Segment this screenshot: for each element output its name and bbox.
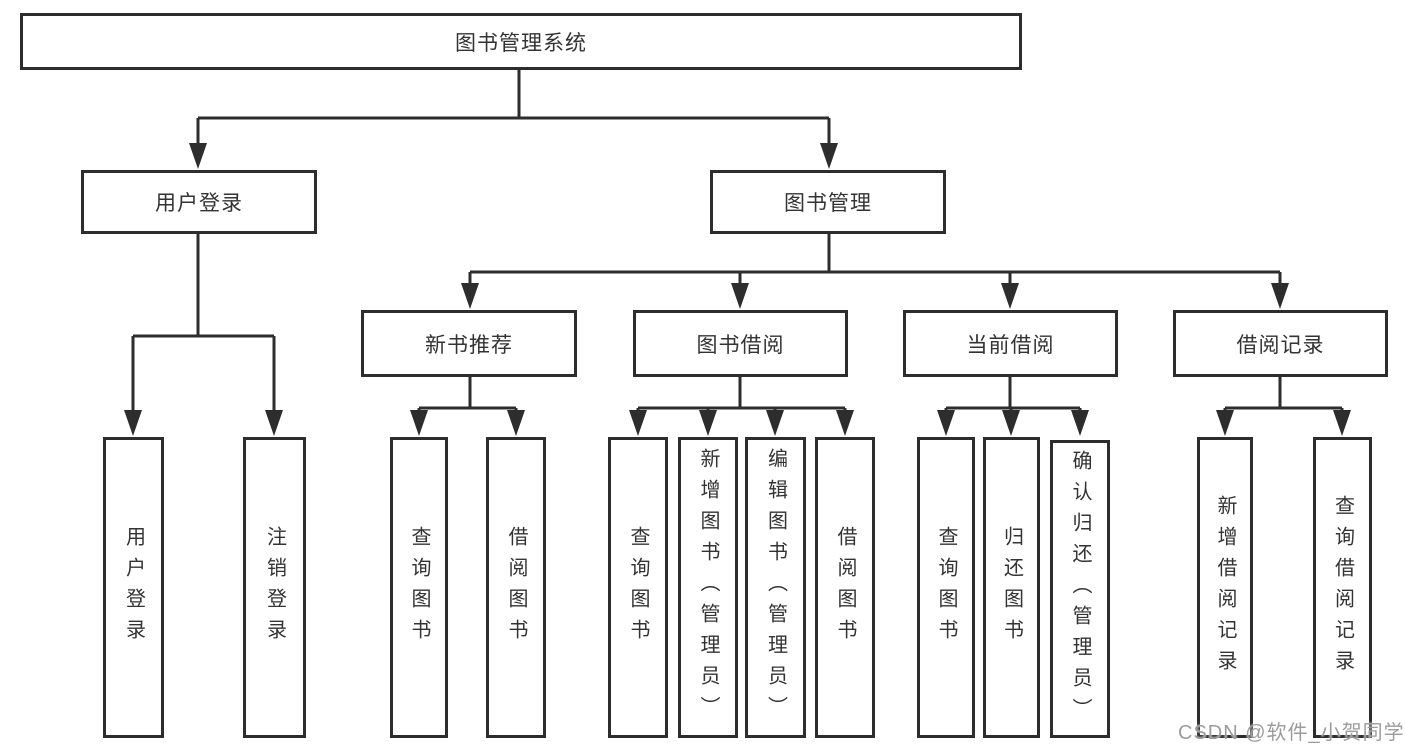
arrowhead-icon [699,410,717,436]
connector-current-borrow-children [937,377,1089,436]
node-borrow-records: 借阅记录 [1173,310,1388,377]
node-new-book-recommend: 新书推荐 [361,310,577,377]
node-book-borrow: 图书借阅 [633,310,848,377]
leaf-br-add-record: 新增借阅记录 [1197,437,1253,738]
arrowhead-icon [410,410,428,436]
node-user-login: 用户登录 [81,170,317,234]
leaf-nbr-query-books: 查询图书 [390,437,448,738]
leaf-nbr-borrow-books: 借阅图书 [486,437,546,738]
arrowhead-icon [731,283,749,309]
node-current-borrow: 当前借阅 [903,310,1118,377]
leaf-cb-confirm-return-admin: 确认归还（管理员） [1050,440,1110,738]
connector-book-borrow-children [629,377,854,436]
arrowhead-icon [1271,283,1289,309]
connector-user-login-children [124,234,283,436]
leaf-bb-query-books: 查询图书 [608,437,668,738]
connector-new-book-recommend-children [410,377,525,436]
leaf-bb-add-books-admin: 新增图书（管理员） [678,437,738,738]
arrowhead-icon [629,410,647,436]
leaf-bb-edit-books-admin: 编辑图书（管理员） [745,437,806,738]
node-book-management: 图书管理 [710,170,946,234]
arrowhead-icon [820,143,838,169]
arrowhead-icon [265,410,283,436]
arrowhead-icon [937,410,955,436]
arrowhead-icon [1002,410,1020,436]
connector-book-management-children [461,234,1289,309]
node-root: 图书管理系统 [20,13,1022,70]
arrowhead-icon [461,283,479,309]
csdn-watermark: CSDN @软件_小贺同学 [1178,722,1405,744]
leaf-cb-return-books: 归还图书 [983,437,1040,738]
leaf-cb-query-books: 查询图书 [917,437,975,738]
leaf-logout: 注销登录 [243,437,306,738]
leaf-bb-borrow-books: 借阅图书 [815,437,875,738]
arrowhead-icon [1001,283,1019,309]
arrowhead-icon [507,410,525,436]
arrowhead-icon [189,143,207,169]
arrowhead-icon [1333,410,1351,436]
leaf-br-query-record: 查询借阅记录 [1313,437,1372,738]
arrowhead-icon [1071,410,1089,436]
arrowhead-icon [1216,410,1234,436]
connector-borrow-records-children [1216,377,1351,436]
connector-root-to-level2 [189,70,838,169]
arrowhead-icon [836,410,854,436]
arrowhead-icon [124,410,142,436]
leaf-user-login: 用户登录 [103,437,164,738]
arrowhead-icon [766,410,784,436]
